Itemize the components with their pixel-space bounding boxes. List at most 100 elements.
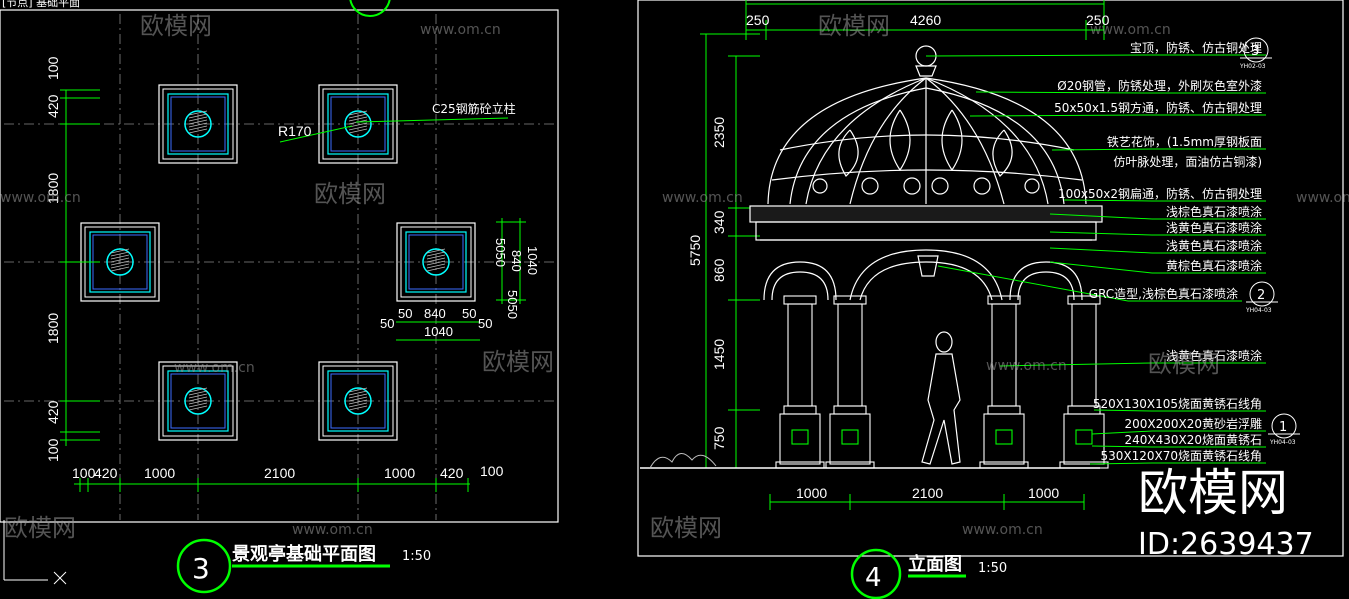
columns xyxy=(775,295,1109,469)
svg-text:欧模网: 欧模网 xyxy=(314,180,386,208)
entablature xyxy=(749,205,1103,241)
svg-text:5750: 5750 xyxy=(687,235,703,266)
footing xyxy=(318,84,398,164)
svg-text:100: 100 xyxy=(480,463,504,479)
plan-scale: 1:50 xyxy=(402,549,431,564)
plan-frame xyxy=(0,9,559,523)
watermark-brand-large: 欧模网 xyxy=(1138,464,1288,522)
elev-bottom-dim-lines xyxy=(769,494,1085,510)
svg-text:欧模网: 欧模网 xyxy=(140,12,212,40)
svg-text:1000: 1000 xyxy=(1028,485,1059,501)
svg-text:欧模网: 欧模网 xyxy=(650,514,722,542)
watermark-id: ID:2639437 xyxy=(1138,527,1314,562)
elev-scale: 1:50 xyxy=(978,561,1007,576)
svg-text:1040: 1040 xyxy=(525,246,540,275)
annotation-text: GRC造型,浅棕色真石漆喷涂 xyxy=(1089,286,1238,301)
svg-text:5050: 5050 xyxy=(505,290,520,319)
svg-text:2100: 2100 xyxy=(264,465,295,481)
annotation-text: 浅黄色真石漆喷涂 xyxy=(1166,238,1262,253)
svg-text:www.om.cn: www.om.cn xyxy=(292,522,373,538)
annotation: GRC造型,浅棕色真石漆喷涂 xyxy=(937,265,1242,302)
annotation: 50x50x1.5钢方通，防锈、仿古铜处理 xyxy=(969,100,1266,117)
radius-label: R170 xyxy=(278,123,312,139)
elev-left-dims: 2350 340 860 1450 750 5750 xyxy=(687,117,727,450)
svg-text:欧模网: 欧模网 xyxy=(818,12,890,40)
svg-text:3: 3 xyxy=(1251,44,1259,59)
column-label: C25钢筋砼立柱 xyxy=(432,101,516,116)
callout-1: 1 YH04-03 xyxy=(1268,413,1300,446)
svg-text:YH02-03: YH02-03 xyxy=(1239,63,1266,70)
elevation-view: 250 4260 250 2350 340 860 1450 750 5750 xyxy=(637,0,1344,599)
annotation-text: 100x50x2钢扁通，防锈、仿古铜处理 xyxy=(1058,186,1262,201)
svg-text:www.om.cn: www.om.cn xyxy=(986,358,1067,374)
elev-title: 立面图 xyxy=(908,553,962,575)
annotation: 浅黄色真石漆喷涂 xyxy=(1049,220,1266,236)
svg-text:2: 2 xyxy=(1257,288,1265,303)
svg-text:5050: 5050 xyxy=(493,238,508,267)
annotation-text: 浅棕色真石漆喷涂 xyxy=(1166,204,1262,219)
svg-text:www.om.cn: www.om.cn xyxy=(1296,190,1349,206)
svg-text:www.om.cn: www.om.cn xyxy=(420,22,501,38)
svg-text:YH04-03: YH04-03 xyxy=(1269,439,1296,446)
annotation: 仿叶脉处理，面油仿古铜漆) xyxy=(1113,154,1262,169)
column xyxy=(979,295,1029,469)
svg-text:840: 840 xyxy=(509,250,524,272)
annotation: 100x50x2钢扁通，防锈、仿古铜处理 xyxy=(1058,186,1266,202)
elev-number-circle xyxy=(850,548,902,599)
svg-text:欧模网: 欧模网 xyxy=(4,514,76,542)
plan-bottom-dim-lines xyxy=(74,478,470,492)
column xyxy=(825,295,875,469)
plan-title: 景观亭基础平面图 xyxy=(232,543,376,565)
plan-bottom-dims: 100 420 1000 2100 1000 420 100 xyxy=(72,463,504,481)
plan-number-circle xyxy=(176,538,232,594)
elev-number: 4 xyxy=(865,563,882,593)
annotation-text: 浅黄色真石漆喷涂 xyxy=(1166,348,1262,363)
svg-text:50: 50 xyxy=(398,306,412,321)
svg-text:www.om.cn: www.om.cn xyxy=(662,190,743,206)
svg-text:1000: 1000 xyxy=(144,465,175,481)
elev-left-dim-lines xyxy=(700,33,760,469)
annotation-text: Ø20钢管，防锈处理，外刷灰色室外漆 xyxy=(1057,78,1262,93)
svg-text:420: 420 xyxy=(45,94,61,118)
svg-text:860: 860 xyxy=(711,258,727,282)
svg-text:100: 100 xyxy=(45,56,61,80)
annotation: Ø20钢管，防锈处理，外刷灰色室外漆 xyxy=(975,78,1266,94)
svg-text:1800: 1800 xyxy=(45,313,61,344)
plan-top-tab: [节点] 基础平面 xyxy=(2,0,80,9)
svg-text:420: 420 xyxy=(45,400,61,424)
annotation-text: 宝顶，防锈、仿古铜处理 xyxy=(1130,40,1262,55)
footing xyxy=(318,361,398,441)
footing xyxy=(158,361,238,441)
footing xyxy=(158,84,238,164)
svg-text:420: 420 xyxy=(440,465,464,481)
annotation-text: 仿叶脉处理，面油仿古铜漆) xyxy=(1113,154,1262,169)
svg-text:340: 340 xyxy=(711,210,727,234)
elev-top-dims: 250 4260 250 xyxy=(746,12,1110,28)
svg-text:1450: 1450 xyxy=(711,339,727,370)
plan-left-dims: 100 420 1800 1800 420 100 xyxy=(45,56,61,462)
footings xyxy=(80,84,476,441)
annotation: 宝顶，防锈、仿古铜处理 xyxy=(925,40,1266,57)
svg-text:2350: 2350 xyxy=(711,117,727,148)
svg-text:750: 750 xyxy=(711,426,727,450)
annotation-text: 铁艺花饰，(1.5mm厚钢板面 xyxy=(1107,134,1262,149)
svg-text:2100: 2100 xyxy=(912,485,943,501)
column xyxy=(1059,295,1109,469)
annotation: 530X120X70烧面黄锈石线角 xyxy=(1089,449,1266,465)
plan-detail-dim-lines xyxy=(396,218,526,341)
annotation: 浅棕色真石漆喷涂 xyxy=(1049,204,1266,220)
svg-text:1800: 1800 xyxy=(45,173,61,204)
plan-view: [节点] 基础平面 C25钢筋砼立柱 R170 100 xyxy=(0,0,559,594)
callout-3: 3 YH02-03 xyxy=(1239,37,1272,70)
svg-text:50: 50 xyxy=(478,316,492,331)
svg-text:50: 50 xyxy=(462,306,476,321)
plan-left-dim-lines xyxy=(60,89,100,446)
annotation-text: 240X430X20烧面黄锈石 xyxy=(1124,433,1262,447)
svg-text:1: 1 xyxy=(1279,420,1287,435)
annotation: 240X430X20烧面黄锈石 xyxy=(1091,433,1266,448)
svg-text:1000: 1000 xyxy=(796,485,827,501)
annotation: 浅黄色真石漆喷涂 xyxy=(1049,238,1266,254)
svg-text:50: 50 xyxy=(380,316,394,331)
dome xyxy=(767,45,1087,205)
annotation: 铁艺花饰，(1.5mm厚钢板面 xyxy=(1051,134,1266,151)
